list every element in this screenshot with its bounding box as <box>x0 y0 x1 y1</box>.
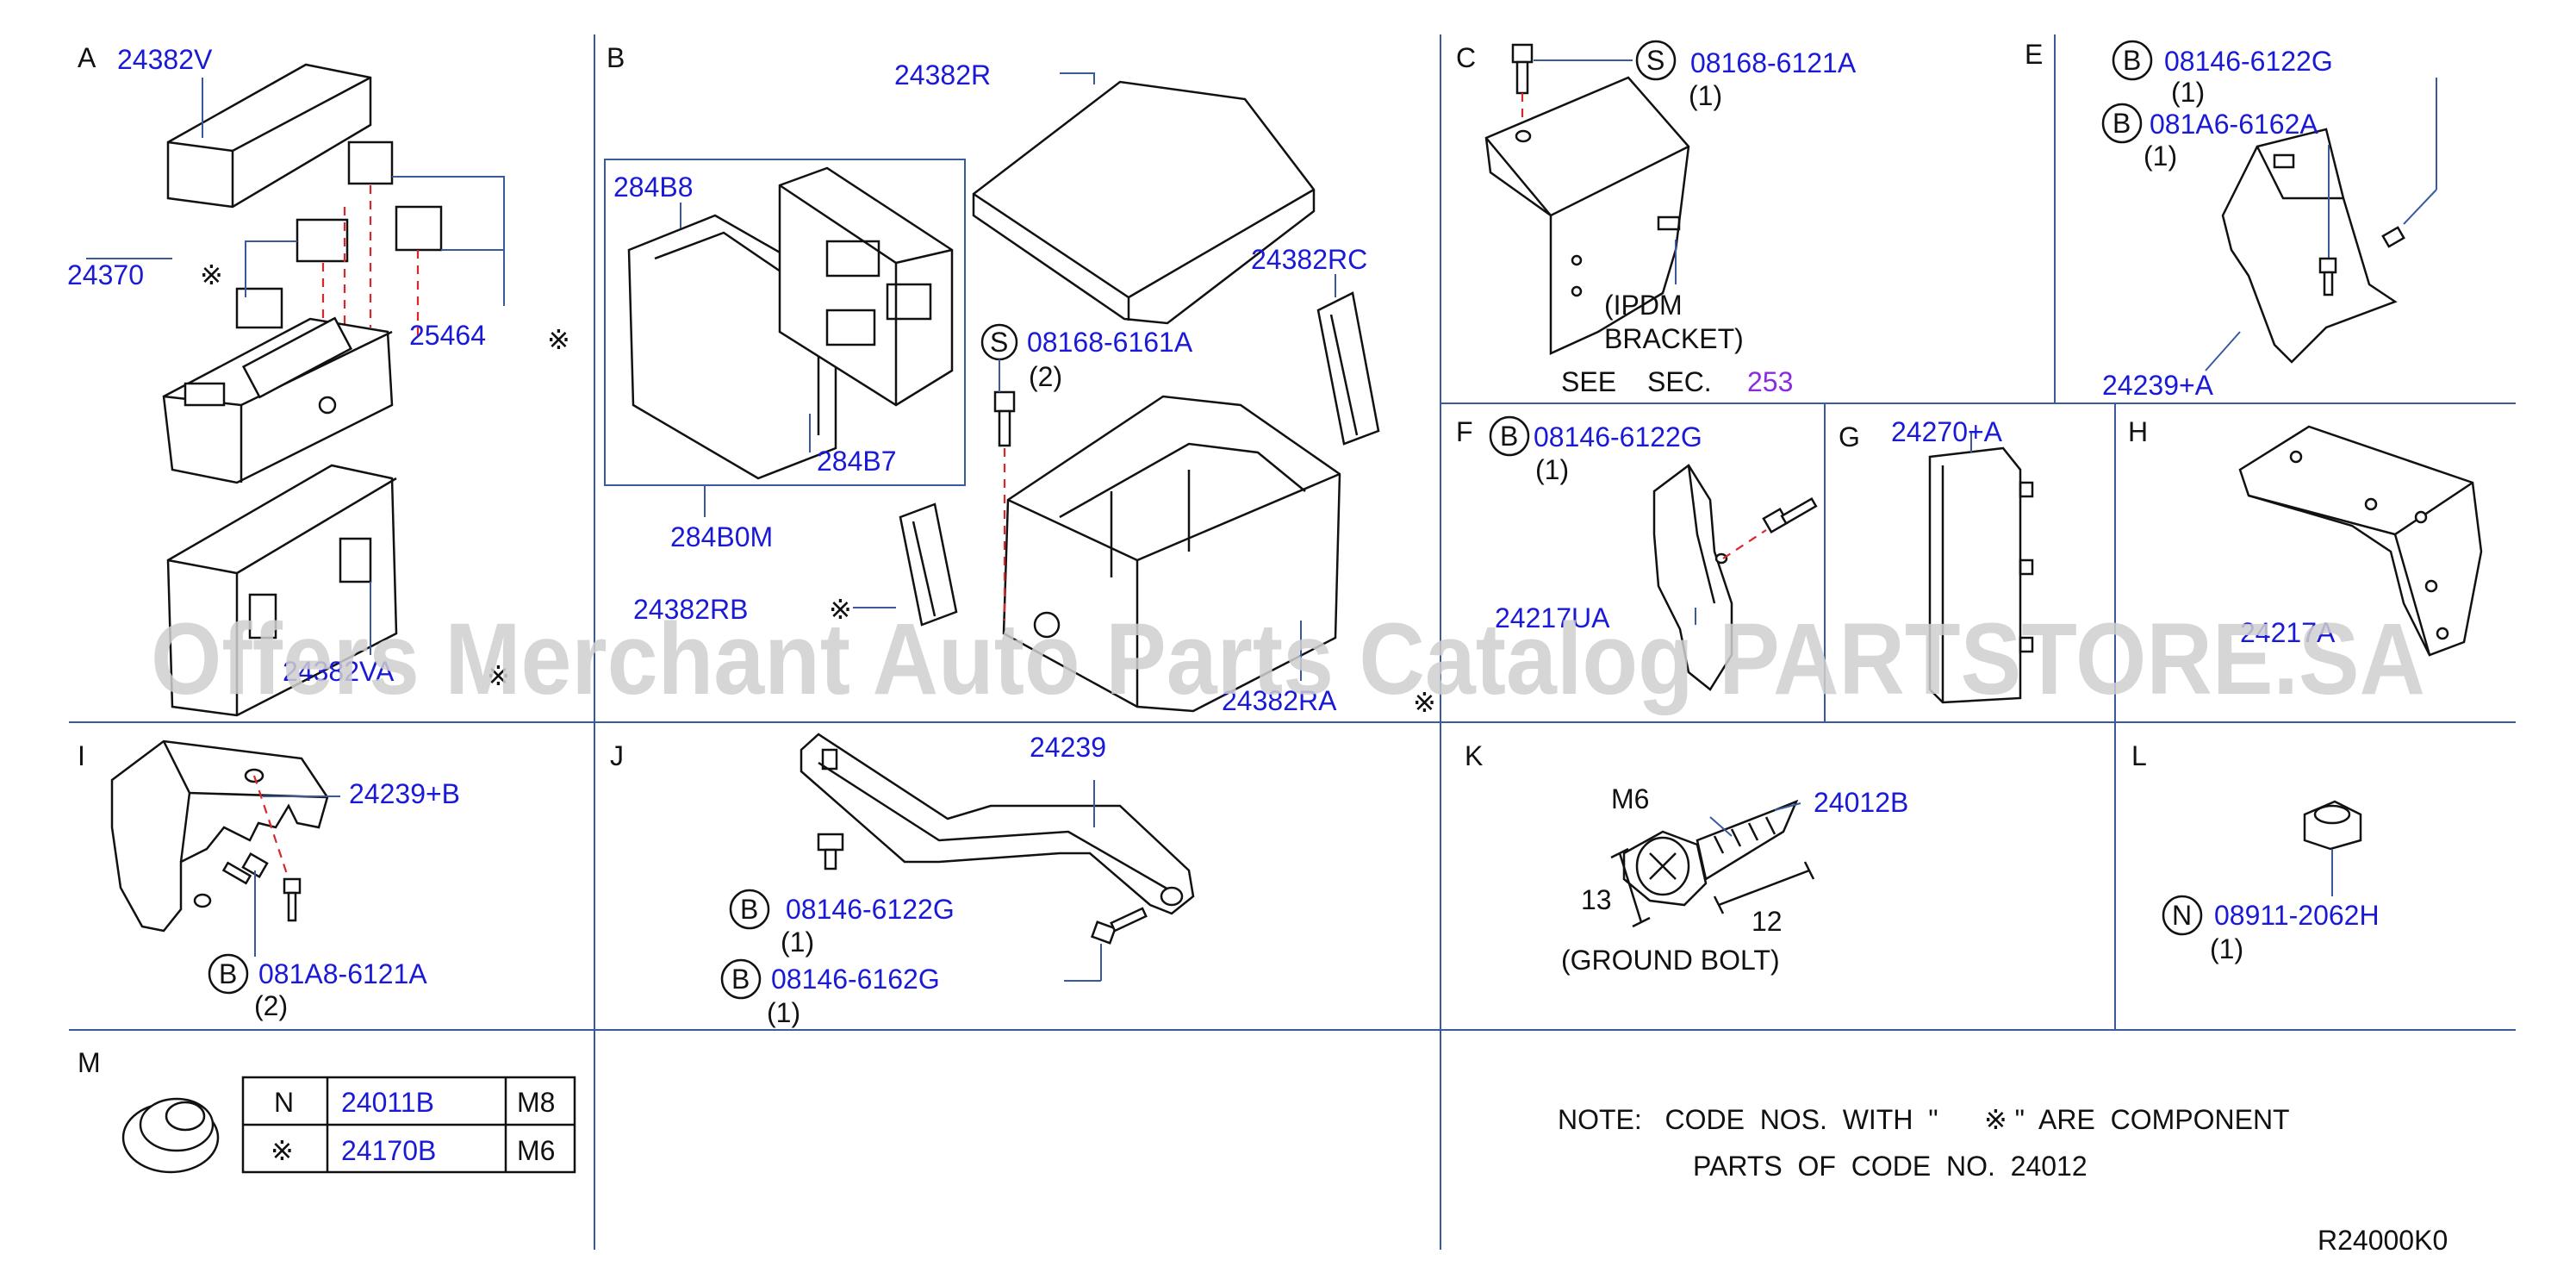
component-mark-b2: ※ <box>1413 687 1436 718</box>
part-label-24382r[interactable]: 24382R <box>894 59 991 90</box>
bolt-prefix-b-j1: B <box>740 894 758 925</box>
part-label-24382ra[interactable]: 24382RA <box>1222 685 1337 716</box>
part-label-24370[interactable]: 24370 <box>67 259 144 290</box>
section-h-drawing <box>2238 425 2483 657</box>
component-mark-a2: ※ <box>547 324 570 355</box>
diagram-id: R24000K0 <box>2318 1225 2448 1256</box>
note-line-2: PARTS OF CODE NO. 24012 <box>1693 1151 2088 1182</box>
qty-c: (1) <box>1689 80 1722 111</box>
section-f-drawing <box>1489 415 1818 691</box>
bolt-prefix-b-j2: B <box>731 964 750 995</box>
assembly-frame-284b8 <box>604 159 966 486</box>
section-letter-a: A <box>78 42 96 73</box>
sec-label: SEC. <box>1647 366 1712 397</box>
section-b-drawing <box>604 72 1380 713</box>
part-label-24382v[interactable]: 24382V <box>117 44 213 75</box>
part-label-284b7[interactable]: 284B7 <box>817 446 897 477</box>
part-label-08168-6121a[interactable]: 08168-6121A <box>1690 47 1857 78</box>
section-ref-253[interactable]: 253 <box>1747 366 1793 397</box>
watermark-text: Offers Merchant Auto Parts Catalog PARTS… <box>151 602 2425 716</box>
section-i-drawing <box>110 739 340 995</box>
section-letter-m: M <box>78 1047 101 1078</box>
section-letter-c: C <box>1456 42 1476 73</box>
section-g-drawing <box>1928 431 2034 704</box>
dim-12: 12 <box>1752 906 1783 937</box>
section-letter-j: J <box>610 740 624 771</box>
size-m6: M6 <box>517 1135 555 1166</box>
section-letter-e: E <box>2025 39 2043 70</box>
qty-b: (2) <box>1029 361 1062 392</box>
section-letter-f: F <box>1456 416 1473 447</box>
part-label-284b0m[interactable]: 284B0M <box>670 521 773 552</box>
nut-prefix-n: N <box>2172 900 2192 931</box>
part-label-24011b[interactable]: 24011B <box>341 1087 434 1118</box>
dim-13: 13 <box>1581 884 1612 915</box>
grid-lines <box>69 34 2516 1250</box>
ground-bolt-caption: (GROUND BOLT) <box>1561 945 1780 976</box>
table-mark-component: ※ <box>271 1135 294 1166</box>
component-mark-a3: ※ <box>487 660 510 691</box>
part-label-24239-a[interactable]: 24239+A <box>2102 370 2214 401</box>
qty-j2: (1) <box>767 997 800 1028</box>
part-label-08168-6161a[interactable]: 08168-6161A <box>1027 327 1193 358</box>
part-label-24217ua[interactable]: 24217UA <box>1495 602 1610 633</box>
part-label-24012b[interactable]: 24012B <box>1814 787 1908 818</box>
section-a-drawing <box>86 63 505 717</box>
section-m-drawing <box>121 1076 576 1174</box>
section-letter-g: G <box>1839 421 1860 452</box>
qty-j1: (1) <box>781 926 814 958</box>
part-label-081a8-6121a[interactable]: 081A8-6121A <box>258 958 427 989</box>
qty-f: (1) <box>1535 454 1569 485</box>
part-label-24217a[interactable]: 24217A <box>2240 617 2336 648</box>
part-label-08146-6122g-e[interactable]: 08146-6122G <box>2164 46 2333 77</box>
section-letter-i: I <box>78 740 85 771</box>
part-label-24270-a[interactable]: 24270+A <box>1891 416 2003 447</box>
bolt-prefix-b-e2: B <box>2112 108 2131 139</box>
bolt-prefix-b-i: B <box>219 958 237 989</box>
bracket-note-1: (IPDM <box>1604 290 1683 321</box>
see-label: SEE <box>1561 366 1616 397</box>
bolt-prefix-b-f: B <box>1500 421 1518 452</box>
qty-l: (1) <box>2210 933 2243 964</box>
bolt-prefix-b-e1: B <box>2123 45 2141 76</box>
part-label-24239-b[interactable]: 24239+B <box>349 778 460 809</box>
note-line-1: NOTE: CODE NOS. WITH " ※ " ARE COMPONENT <box>1558 1104 2290 1135</box>
part-label-25464[interactable]: 25464 <box>409 320 486 351</box>
qty-e1: (1) <box>2171 77 2205 108</box>
section-c-drawing <box>1484 40 1690 355</box>
part-label-081a6-6162a[interactable]: 081A6-6162A <box>2150 109 2318 140</box>
qty-e2: (1) <box>2144 140 2177 172</box>
part-label-284b8[interactable]: 284B8 <box>613 172 694 203</box>
section-letter-l: L <box>2131 740 2147 771</box>
section-letter-b: B <box>607 42 625 73</box>
part-label-08146-6162g[interactable]: 08146-6162G <box>771 964 940 995</box>
bracket-note-2: BRACKET) <box>1604 323 1744 354</box>
qty-i: (2) <box>254 990 288 1021</box>
part-label-24382va[interactable]: 24382VA <box>283 656 395 687</box>
section-e-drawing <box>2101 40 2437 371</box>
part-label-08146-6122g-j[interactable]: 08146-6122G <box>786 894 955 925</box>
part-label-24170b[interactable]: 24170B <box>341 1135 436 1166</box>
part-label-24382rc[interactable]: 24382RC <box>1251 244 1367 275</box>
size-m8: M8 <box>517 1087 555 1118</box>
bolt-prefix-s-c: S <box>1646 45 1664 76</box>
section-j-drawing <box>720 733 1195 1000</box>
part-label-08146-6122g-f[interactable]: 08146-6122G <box>1534 421 1702 452</box>
bolt-prefix-s-b: S <box>990 327 1008 358</box>
bolt-size-m6: M6 <box>1611 783 1649 814</box>
component-mark-a1: ※ <box>200 259 223 290</box>
section-letter-h: H <box>2128 416 2148 447</box>
part-label-24382rb[interactable]: 24382RB <box>633 594 748 625</box>
section-k-drawing <box>1610 799 1815 928</box>
component-mark-b1: ※ <box>829 594 852 625</box>
part-label-08911-2062h[interactable]: 08911-2062H <box>2214 900 2380 931</box>
section-letter-k: K <box>1465 740 1483 771</box>
section-l-drawing <box>2162 800 2362 936</box>
part-label-24239[interactable]: 24239 <box>1030 732 1106 763</box>
table-mark-n: N <box>274 1087 294 1118</box>
